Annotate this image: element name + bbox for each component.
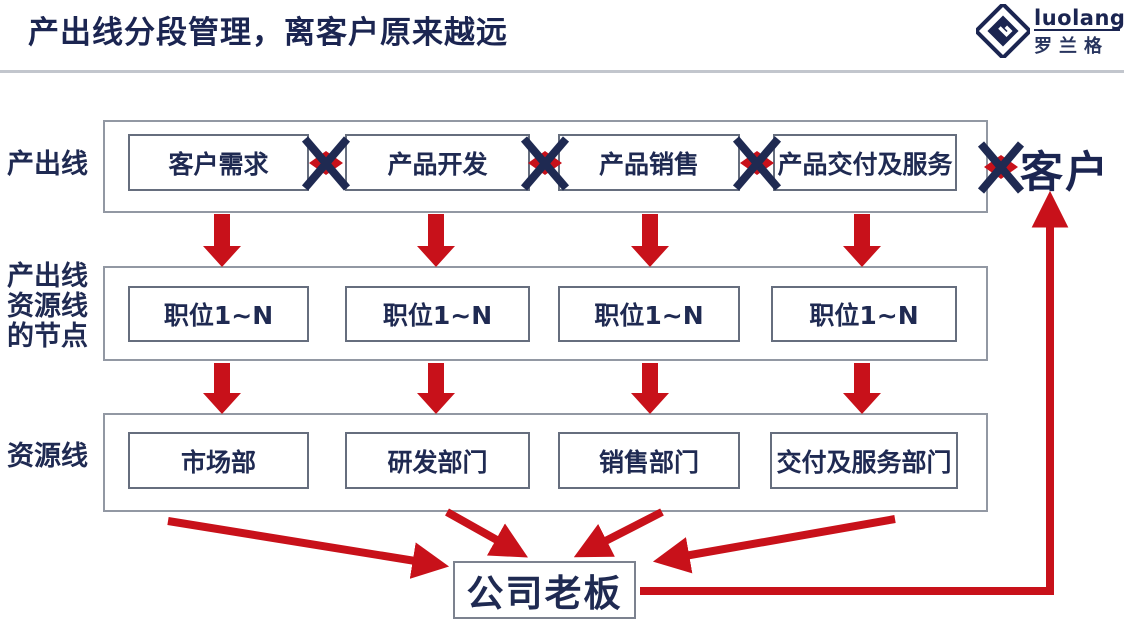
node-positions-1: 职位1~N	[128, 286, 309, 342]
down-arrow-icon	[203, 214, 241, 267]
down-arrow-icon	[631, 363, 669, 414]
logo-underline	[1034, 29, 1120, 31]
node-positions-2: 职位1~N	[345, 286, 530, 342]
boss-to-customer-arrow	[640, 190, 1069, 595]
row-label-resource-nodes: 产出线 资源线 的节点	[7, 262, 88, 352]
down-arrow-icon	[843, 214, 881, 267]
logo-text: luolanger 罗兰格	[1034, 8, 1124, 58]
arrows-depts-to-boss	[167, 508, 896, 579]
down-arrows-row2-to-row3	[203, 363, 881, 414]
diagonal-arrow-icon	[573, 508, 664, 558]
node-marketing-dept: 市场部	[128, 432, 309, 489]
row-label-line-3: 的节点	[7, 321, 88, 352]
down-arrows-row1-to-row2	[203, 214, 881, 267]
node-positions-4: 职位1~N	[771, 286, 957, 342]
node-delivery-service: 产品交付及服务	[773, 134, 957, 191]
logo-wordmark: luolanger	[1034, 6, 1124, 30]
node-product-dev: 产品开发	[345, 134, 530, 191]
node-rnd-dept: 研发部门	[345, 432, 530, 489]
down-arrow-icon	[843, 363, 881, 414]
customer-label: 客户	[1020, 148, 1110, 198]
slide-title: 产出线分段管理，离客户原来越远	[28, 15, 508, 51]
row-label-line-1: 产出线	[7, 261, 88, 292]
logo: luolanger 罗兰格	[973, 1, 1124, 61]
node-product-sales: 产品销售	[558, 134, 740, 191]
node-delivery-dept: 交付及服务部门	[770, 432, 958, 489]
node-company-boss: 公司老板	[453, 561, 636, 619]
diagonal-arrow-icon	[652, 515, 896, 574]
node-customer-needs: 客户需求	[128, 134, 309, 191]
down-arrow-icon	[417, 363, 455, 414]
down-arrow-icon	[417, 214, 455, 267]
row-label-line-2: 资源线	[7, 291, 88, 322]
diagonal-arrow-icon	[445, 508, 529, 558]
node-positions-3: 职位1~N	[558, 286, 740, 342]
row-label-resource-line: 资源线	[7, 441, 88, 472]
down-arrow-icon	[203, 363, 241, 414]
down-arrow-icon	[631, 214, 669, 267]
diagonal-arrow-icon	[167, 517, 450, 579]
title-divider-line	[0, 70, 1124, 73]
logo-diamond-icon	[973, 1, 1033, 61]
logo-cjk-name: 罗兰格	[1034, 36, 1109, 57]
node-sales-dept: 销售部门	[558, 432, 740, 489]
row-label-output-line: 产出线	[7, 149, 88, 180]
